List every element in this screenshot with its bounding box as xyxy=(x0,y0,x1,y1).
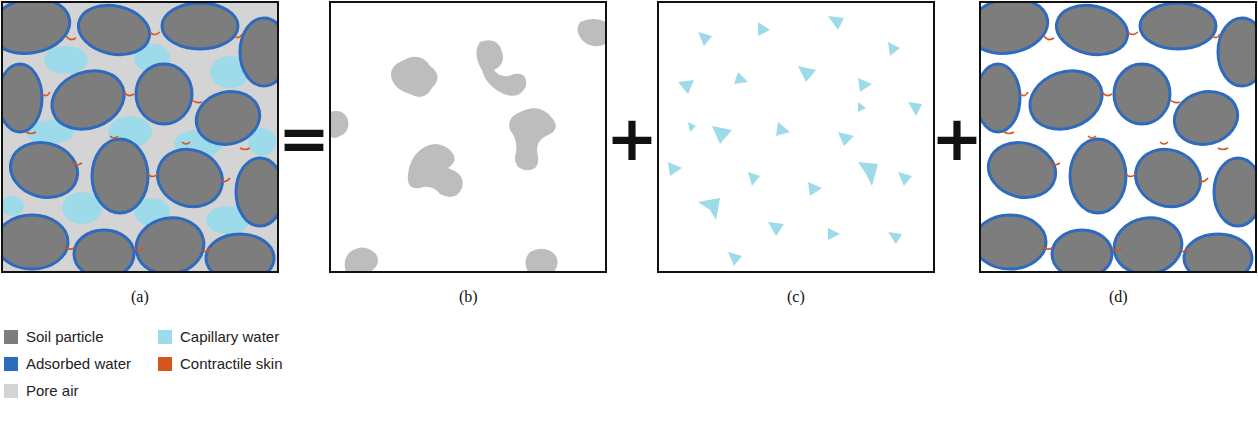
legend-row: Adsorbed water xyxy=(4,355,131,372)
legend-swatch xyxy=(158,357,172,371)
panel-caption: (d) xyxy=(1109,287,1128,306)
panel-caption: (b) xyxy=(459,287,478,306)
legend-text: Capillary water xyxy=(180,328,279,345)
plus-sign: + xyxy=(931,108,983,170)
legend-swatch xyxy=(4,330,18,344)
legend-row: Pore air xyxy=(4,382,79,399)
legend-swatch xyxy=(4,384,18,398)
legend-swatch xyxy=(158,330,172,344)
legend-text: Pore air xyxy=(26,382,79,399)
legend-text: Adsorbed water xyxy=(26,355,131,372)
equals-sign: = xyxy=(278,108,330,170)
legend-row: Capillary water xyxy=(158,328,279,345)
panel-caption: (a) xyxy=(131,287,149,306)
plus-sign: + xyxy=(606,108,658,170)
legend-text: Contractile skin xyxy=(180,355,283,372)
legend-row: Soil particle xyxy=(4,328,104,345)
legend-text: Soil particle xyxy=(26,328,104,345)
legend-swatch xyxy=(4,357,18,371)
panel-caption: (c) xyxy=(787,287,805,306)
legend-row: Contractile skin xyxy=(158,355,283,372)
